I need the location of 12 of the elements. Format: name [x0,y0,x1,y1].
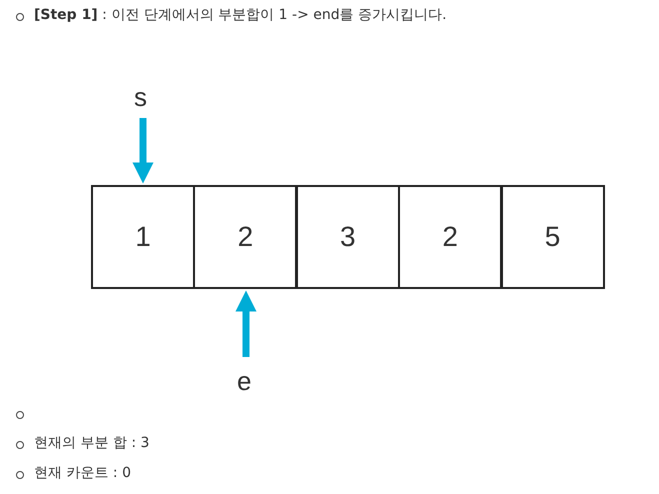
array-cell: 2 [398,185,502,289]
arrow [132,118,154,184]
array-cell: 2 [193,185,298,289]
arrow [236,290,256,357]
array-cell: 1 [91,185,195,289]
pointer-label: e [237,368,252,394]
status-text: 현재 카운트 : 0 [34,466,131,480]
array-cell: 5 [500,185,605,289]
step-description: [Step 1] : 이전 단계에서의 부분합이 1 -> end를 증가시킵니다. [34,8,447,22]
pointer-label: s [134,84,147,110]
array-cell: 3 [296,185,400,289]
status-text: 현재의 부분 합 : 3 [34,436,150,450]
